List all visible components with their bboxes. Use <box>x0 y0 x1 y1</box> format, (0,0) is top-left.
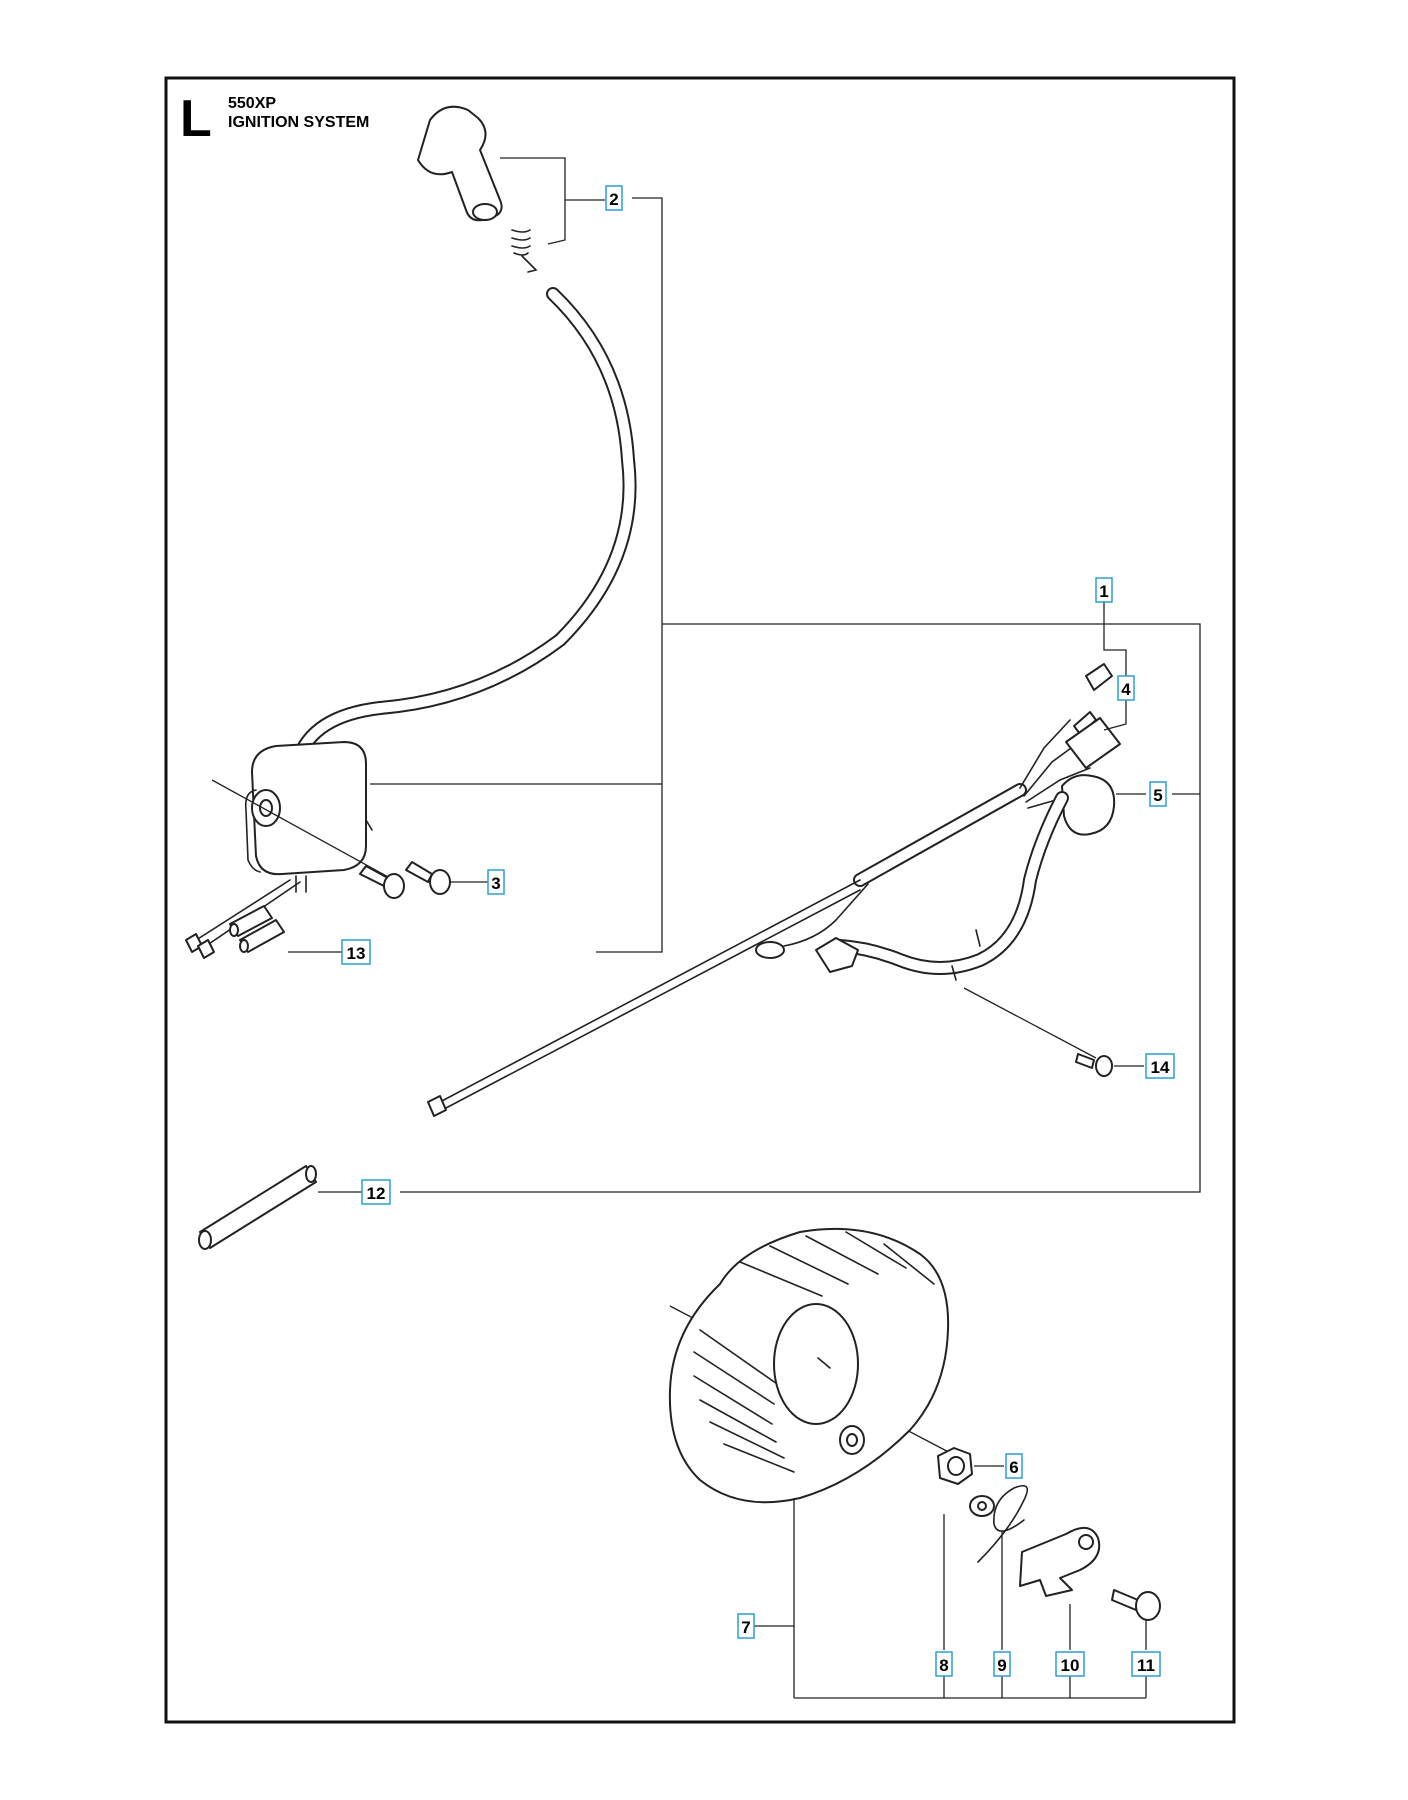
model-label: 550XP <box>228 95 276 112</box>
starter-pawl <box>1019 1527 1101 1597</box>
callout-13-label: 13 <box>347 944 366 963</box>
wire-harness <box>427 663 1121 1117</box>
callout-7-leader <box>752 1498 795 1627</box>
callout-9-label: 9 <box>997 1656 1006 1675</box>
pawl-spring <box>977 1484 1029 1563</box>
callout-14-label: 14 <box>1151 1058 1170 1077</box>
callout-10[interactable]: 10 <box>1055 1651 1085 1677</box>
callout-14[interactable]: 14 <box>1145 1053 1175 1079</box>
callout-1[interactable]: 1 <box>1095 577 1113 603</box>
callout-3[interactable]: 3 <box>487 869 505 895</box>
callout-6-label: 6 <box>1009 1458 1018 1477</box>
callout-7[interactable]: 7 <box>737 1613 755 1639</box>
callout-4-label: 4 <box>1121 680 1131 699</box>
stop-switch-cable <box>815 774 1116 981</box>
callout-13[interactable]: 13 <box>341 939 371 965</box>
callout-1-bracket <box>662 602 1105 625</box>
callout-7-label: 7 <box>741 1618 750 1637</box>
callout-4-bracket <box>1103 624 1127 731</box>
washer <box>969 1495 995 1517</box>
callout-11-label: 11 <box>1137 1656 1155 1675</box>
flywheel <box>668 1227 950 1504</box>
callout-2-label: 2 <box>609 190 618 209</box>
callout-4[interactable]: 4 <box>1117 675 1135 701</box>
ignition-lead-cable <box>291 287 637 767</box>
insulation-sleeves <box>229 905 285 953</box>
module-axis-line <box>211 779 391 879</box>
boot-spring <box>511 229 538 273</box>
callout-2-leader <box>500 157 605 245</box>
module-screws <box>359 861 451 899</box>
diagram-frame <box>164 76 1236 1724</box>
flywheel-nut <box>937 1447 973 1485</box>
section-title: IGNITION SYSTEM <box>228 114 369 131</box>
callout-6[interactable]: 6 <box>1005 1453 1023 1479</box>
callout-2[interactable]: 2 <box>605 185 623 211</box>
section-letter: L <box>180 90 212 148</box>
pawl-screw <box>1111 1589 1161 1621</box>
callout-10-label: 10 <box>1061 1656 1080 1675</box>
callout-14-axis <box>963 987 1097 1059</box>
callout-5[interactable]: 5 <box>1149 781 1167 807</box>
callout-8-label: 8 <box>939 1656 948 1675</box>
callout-8[interactable]: 8 <box>935 1651 953 1677</box>
callout-11[interactable]: 11 <box>1131 1651 1161 1677</box>
callout-12[interactable]: 12 <box>361 1179 391 1205</box>
callout-1-main-bracket <box>400 623 1201 1193</box>
callout-12-label: 12 <box>367 1184 386 1203</box>
callout-2-bracket <box>596 197 663 953</box>
callout-9[interactable]: 9 <box>993 1651 1011 1677</box>
cable-screw <box>1075 1053 1113 1077</box>
callout-1-label: 1 <box>1099 582 1108 601</box>
spark-plug-boot <box>417 105 503 222</box>
callout-3-label: 3 <box>491 874 500 893</box>
callout-5-label: 5 <box>1153 786 1162 805</box>
sleeve-tube <box>198 1165 317 1250</box>
